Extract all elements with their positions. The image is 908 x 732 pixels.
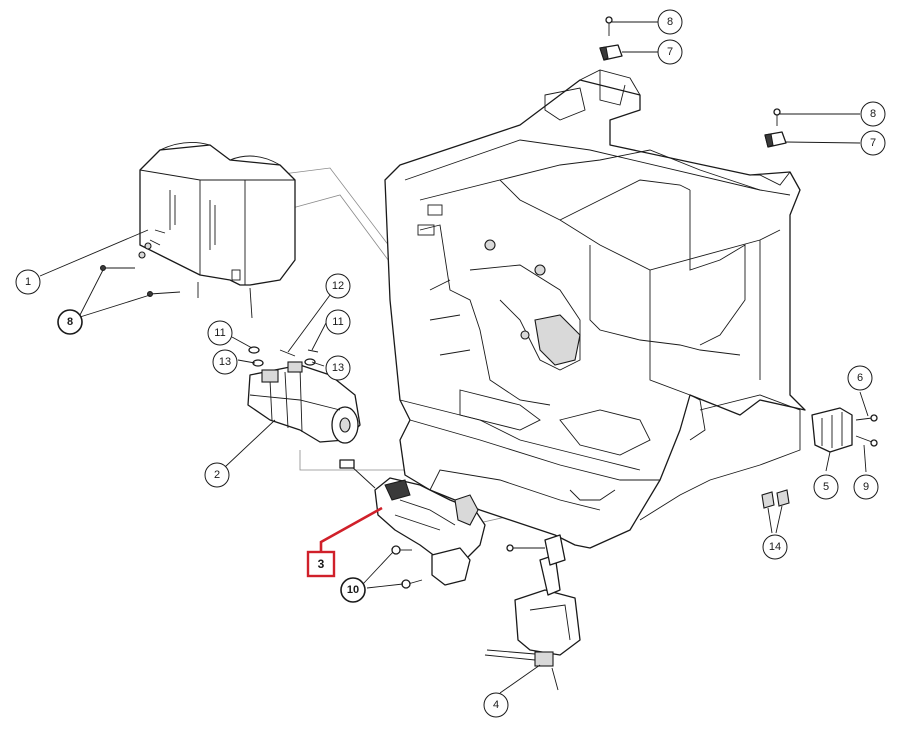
- callout-9: 9: [853, 474, 879, 500]
- part-14-clips: [761, 489, 790, 509]
- svg-text:14: 14: [769, 541, 781, 553]
- svg-text:10: 10: [347, 584, 359, 596]
- svg-text:11: 11: [214, 327, 225, 339]
- callout-14: 14: [762, 534, 788, 560]
- svg-text:12: 12: [332, 280, 344, 292]
- cap-7-right: [764, 131, 787, 148]
- svg-text:11: 11: [332, 316, 343, 328]
- callout-13-left: 13: [212, 349, 238, 375]
- screw-9: [855, 435, 878, 447]
- screw-6: [855, 414, 878, 422]
- main-frame: [384, 69, 806, 549]
- callout-10: 10: [340, 577, 366, 603]
- svg-text:3: 3: [318, 557, 325, 571]
- svg-text:13: 13: [219, 356, 231, 368]
- callout-8-top: 8: [657, 9, 683, 35]
- callout-3-highlighted: 3: [306, 550, 336, 578]
- screw-8-left: [100, 265, 181, 297]
- svg-text:9: 9: [863, 481, 869, 493]
- screw-8-top: [605, 16, 613, 36]
- part-4-valve-unit: [484, 534, 581, 667]
- svg-text:8: 8: [870, 108, 876, 120]
- callout-8-left: 8: [57, 309, 83, 335]
- leader-lines: [39, 21, 869, 694]
- svg-text:1: 1: [25, 276, 31, 288]
- part-3-gear-motor-unit: [339, 459, 486, 586]
- callout-12: 12: [325, 273, 351, 299]
- svg-text:6: 6: [857, 372, 863, 384]
- part-2-pump-assembly: [247, 361, 361, 444]
- callout-13-right: 13: [325, 355, 351, 381]
- small-parts-11-12-13: [248, 346, 319, 367]
- screw-8-right: [773, 108, 781, 126]
- callout-1: 1: [15, 269, 41, 295]
- callout-11-left: 11: [207, 320, 233, 346]
- callout-2: 2: [204, 462, 230, 488]
- callout-11-right: 11: [325, 309, 351, 335]
- cap-7-top: [599, 44, 623, 61]
- part-1-boiler-assembly: [138, 141, 296, 319]
- svg-text:8: 8: [667, 16, 673, 28]
- callout-7-right: 7: [860, 130, 886, 156]
- svg-text:2: 2: [214, 469, 220, 481]
- svg-text:8: 8: [67, 316, 73, 328]
- callout-5: 5: [813, 474, 839, 500]
- svg-text:4: 4: [493, 699, 499, 711]
- svg-text:13: 13: [332, 362, 344, 374]
- svg-text:5: 5: [823, 481, 829, 493]
- callout-4: 4: [483, 692, 509, 718]
- svg-text:7: 7: [870, 137, 876, 149]
- callout-8-right: 8: [860, 101, 886, 127]
- screws-10: [391, 545, 423, 589]
- callout-7-top: 7: [657, 39, 683, 65]
- svg-text:7: 7: [667, 46, 673, 58]
- part-5-terminal-block: [811, 407, 853, 453]
- callout-6: 6: [847, 365, 873, 391]
- part-3-highlight-leader: [319, 506, 383, 552]
